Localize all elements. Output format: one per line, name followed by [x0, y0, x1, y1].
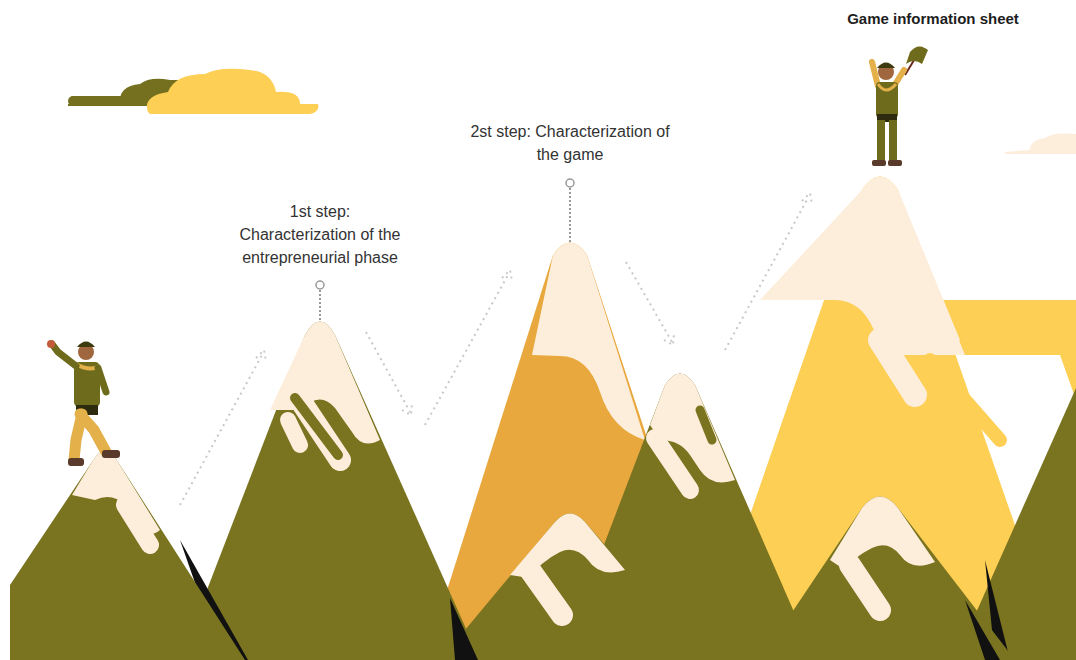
summit-label: Game information sheet [803, 9, 1063, 29]
step-label: 2st step: Characterization of the game [470, 120, 670, 166]
clouds [68, 69, 1076, 154]
path-arrows [180, 193, 812, 505]
climber-with-flag [872, 46, 928, 166]
step-label: 1st step: Characterization of the entrep… [230, 200, 410, 269]
climber [47, 340, 120, 466]
